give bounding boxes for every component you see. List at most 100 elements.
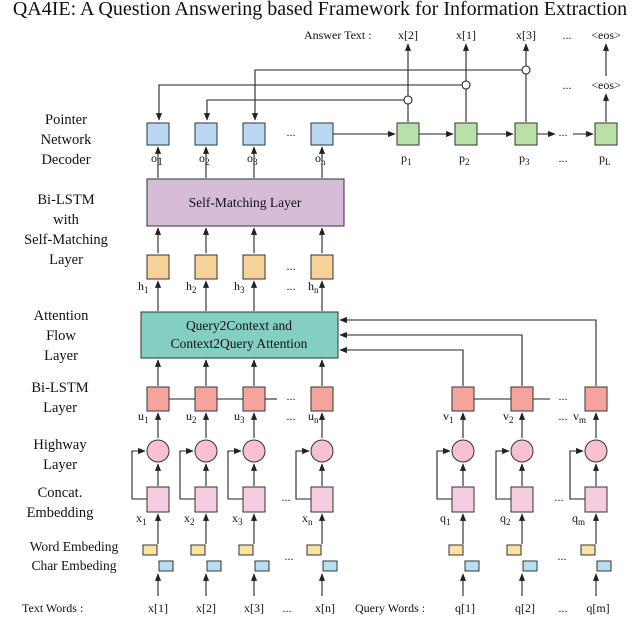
q-label: q1: [440, 511, 451, 527]
dots-label: ...: [282, 490, 291, 504]
row-label-line: Layer: [44, 348, 78, 364]
concat-embedding-layer: ... ...: [146, 486, 608, 513]
v-label: v1: [443, 409, 454, 425]
word-emb-node: [448, 544, 464, 556]
char-emb-node: [596, 560, 612, 572]
row-label-line: Highway: [33, 437, 87, 453]
u-label: u2: [186, 409, 197, 425]
answer-token: ...: [563, 28, 572, 42]
char-emb-node: [206, 560, 222, 572]
attention-label-line: Query2Context and: [186, 318, 292, 333]
hidden-h-node: [310, 254, 334, 280]
row-label-line: Self-Matching: [24, 232, 108, 248]
eos-label: <eos>: [591, 78, 621, 92]
row-label-line: Decoder: [41, 152, 90, 168]
concat-node: [310, 486, 334, 513]
word-emb-node: [238, 544, 254, 556]
concat-node: [146, 486, 170, 513]
concat-node: [584, 486, 608, 513]
answer-text-label: Answer Text :: [304, 28, 372, 42]
dots-label: ...: [287, 409, 296, 423]
concat-node: [242, 486, 266, 513]
answer-token: x[2]: [398, 28, 418, 42]
o-label: o2: [199, 151, 210, 167]
pointer-decoder: ... ...: [146, 122, 618, 146]
pointer-o-labels: o1 o2 o3 on p1 p2 p3 ... pL: [151, 151, 611, 168]
h-label: h2: [186, 279, 197, 295]
word-emb-node: [580, 544, 596, 556]
dots-label: ...: [559, 601, 568, 615]
word-emb-node: [190, 544, 206, 556]
text-words-label: Text Words :: [22, 601, 83, 615]
q-label: q2: [500, 511, 511, 527]
x-label: x1: [136, 511, 147, 527]
text-word: x[2]: [196, 601, 216, 615]
pointer-feedback-wires: [155, 43, 610, 122]
row-label-line: Embedding: [27, 505, 94, 521]
hidden-h-node: [242, 254, 266, 280]
row-label-attention: Attention Flow Layer: [34, 308, 90, 364]
v-label: v2: [503, 409, 514, 425]
concat-node: [510, 486, 534, 513]
bilstm-u-node: [310, 386, 334, 412]
highway-node: [242, 439, 266, 463]
p-label: pL: [599, 151, 611, 167]
attention-label-line: Context2Query Attention: [171, 336, 308, 351]
word-emb-node: [306, 544, 322, 556]
dots-label: ...: [285, 549, 294, 563]
hidden-h-node: [194, 254, 218, 280]
pointer-p-node: [594, 122, 618, 146]
dots-label: ...: [287, 259, 296, 273]
highway-node: [310, 439, 334, 463]
row-label-line: Attention: [34, 308, 90, 324]
concat-node: [451, 486, 475, 513]
dots-label: ...: [563, 78, 572, 92]
x-label: x3: [232, 511, 243, 527]
text-word: x[3]: [244, 601, 264, 615]
dots-label: ...: [283, 601, 292, 615]
dots-label: ...: [287, 389, 296, 403]
row-label-pointer: Pointer Network Decoder: [41, 112, 92, 168]
pointer-o-node: [242, 122, 266, 146]
row-label-line: Pointer: [45, 112, 87, 128]
answer-token: x[3]: [516, 28, 536, 42]
char-emb-node: [522, 560, 538, 572]
text-word: x[1]: [148, 601, 168, 615]
highway-node: [146, 439, 170, 463]
u-label: u1: [138, 409, 149, 425]
row-label-line: Bi-LSTM: [37, 192, 94, 208]
bilstm-u-node: [194, 386, 218, 412]
row-label-line: with: [53, 212, 80, 228]
row-label-bilstm-self-matching: Bi-LSTM with Self-Matching Layer: [24, 192, 108, 268]
embedding-layer: ... ...: [142, 513, 612, 596]
word-emb-node: [506, 544, 522, 556]
h-labels: h1 h2 h3 ... hn: [138, 279, 319, 295]
x-label: x2: [184, 511, 195, 527]
self-matching-layer: [146, 178, 345, 227]
u-label: u3: [234, 409, 245, 425]
dots-label: ...: [559, 389, 568, 403]
bilstm-v-node: [510, 386, 534, 412]
bilstm-v-node: [584, 386, 608, 412]
query-words-label: Query Words :: [355, 601, 425, 615]
row-label-highway: Highway Layer: [33, 437, 87, 473]
answer-token: <eos>: [591, 28, 621, 42]
self-matching-label: Self-Matching Layer: [189, 195, 302, 210]
pointer-o-node: [146, 122, 170, 146]
row-label-concat: Concat. Embedding: [27, 485, 94, 521]
x-q-labels: x1 x2 x3 xn q1 q2 qm: [136, 511, 585, 527]
row-label-char-embedding: Char Embeding: [31, 558, 116, 573]
dots-label: ...: [287, 125, 296, 139]
concat-node: [194, 486, 218, 513]
query-word: q[1]: [455, 601, 475, 615]
dots-label: ...: [559, 409, 568, 423]
bilstm-u-node: [146, 386, 170, 412]
dots-label: ...: [559, 125, 568, 139]
dots-label: ...: [559, 151, 568, 165]
highway-node: [194, 439, 218, 463]
highway-node: [510, 439, 534, 463]
pointer-o-node: [194, 122, 218, 146]
h-label: hn: [308, 279, 319, 295]
o-label: o1: [151, 151, 163, 168]
